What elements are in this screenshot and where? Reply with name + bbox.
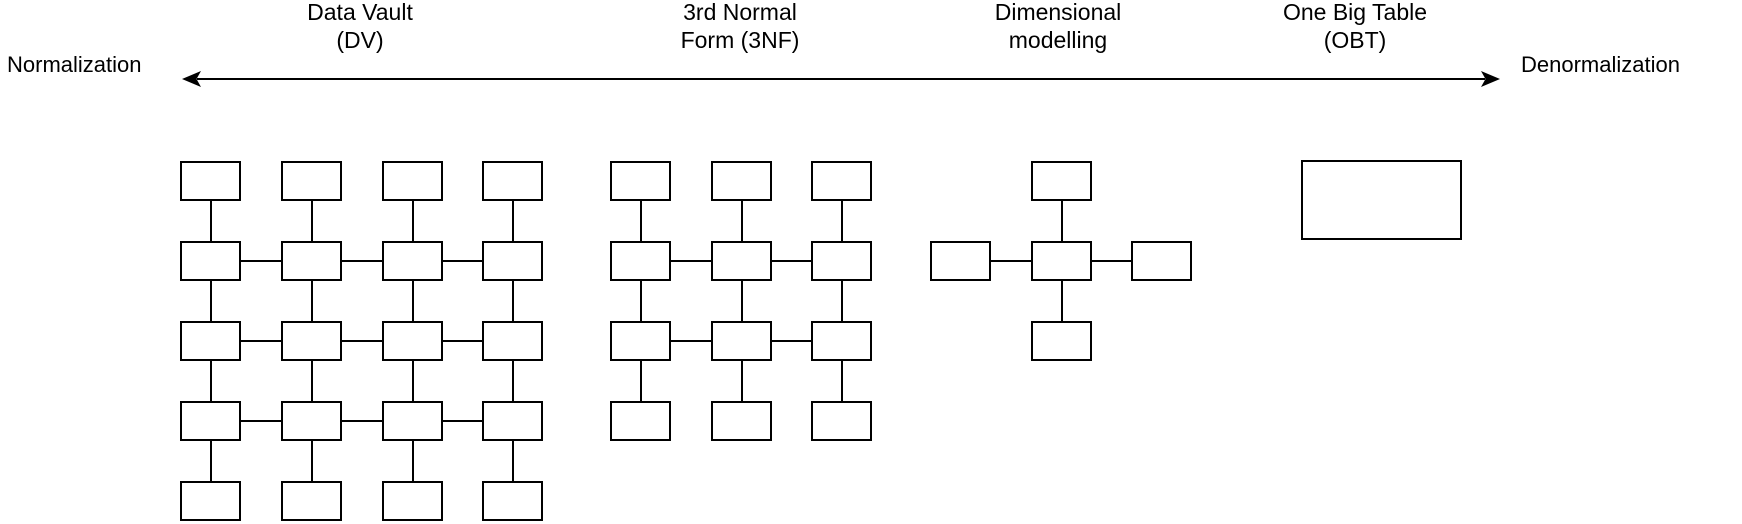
table-box	[610, 161, 671, 201]
connector-vertical	[840, 361, 843, 401]
connector-vertical	[310, 441, 313, 481]
table-box	[711, 401, 772, 441]
table-box	[610, 401, 671, 441]
connector-horizontal	[342, 260, 382, 262]
dimension-table-box	[1131, 241, 1192, 281]
normalization-label: Normalization	[7, 52, 142, 77]
connector-vertical	[740, 361, 743, 401]
connector-horizontal	[443, 420, 482, 422]
connector-vertical	[310, 361, 313, 401]
section-label-line: (DV)	[336, 27, 384, 53]
arrowhead-left-icon	[182, 71, 201, 87]
table-box	[180, 241, 241, 281]
connector-horizontal	[342, 340, 382, 342]
connector-horizontal	[772, 260, 811, 262]
connector-vertical	[209, 361, 212, 401]
connector-vertical	[411, 441, 414, 481]
section-label-line: modelling	[1008, 27, 1108, 53]
table-box	[811, 161, 872, 201]
table-box	[382, 481, 443, 521]
normalization-spectrum-arrow	[182, 71, 1500, 87]
connector-vertical	[209, 201, 212, 241]
connector-horizontal	[241, 340, 281, 342]
table-box	[811, 241, 872, 281]
connector-horizontal	[342, 420, 382, 422]
section-label-line: One Big Table	[1282, 0, 1428, 25]
connector-horizontal	[772, 340, 811, 342]
connector-horizontal	[671, 260, 711, 262]
connector-horizontal	[443, 340, 482, 342]
section-label-dimensional: Dimensional modelling	[995, 0, 1122, 54]
connector-vertical	[310, 201, 313, 241]
table-box	[180, 321, 241, 361]
section-label-line: Dimensional	[994, 0, 1122, 25]
table-box	[711, 161, 772, 201]
dimension-table-box	[1031, 321, 1092, 361]
table-box	[482, 481, 543, 521]
fact-table-box	[1031, 241, 1092, 281]
connector-vertical	[209, 441, 212, 481]
connector-vertical	[1060, 281, 1063, 321]
connector-horizontal	[241, 260, 281, 262]
table-box	[610, 241, 671, 281]
table-box	[180, 481, 241, 521]
connector-vertical	[740, 201, 743, 241]
connector-vertical	[511, 201, 514, 241]
section-label-obt: One Big Table (OBT)	[1283, 0, 1427, 54]
connector-vertical	[511, 361, 514, 401]
table-box	[281, 321, 342, 361]
connector-vertical	[411, 281, 414, 321]
table-box	[281, 401, 342, 441]
section-label-line: 3rd Normal	[683, 0, 797, 25]
table-box	[610, 321, 671, 361]
table-box	[811, 401, 872, 441]
connector-vertical	[310, 281, 313, 321]
connector-vertical	[639, 361, 642, 401]
table-box	[711, 241, 772, 281]
connector-vertical	[639, 201, 642, 241]
table-box	[482, 401, 543, 441]
connector-vertical	[740, 281, 743, 321]
table-box	[382, 401, 443, 441]
connector-vertical	[1060, 201, 1063, 241]
connector-vertical	[840, 281, 843, 321]
table-box	[382, 161, 443, 201]
table-box	[482, 321, 543, 361]
connector-horizontal	[1092, 260, 1131, 262]
one-big-table-box	[1301, 160, 1462, 240]
table-box	[711, 321, 772, 361]
section-label-3nf: 3rd Normal Form (3NF)	[681, 0, 800, 54]
dimension-table-box	[1031, 161, 1092, 201]
table-box	[281, 481, 342, 521]
connector-horizontal	[241, 420, 281, 422]
section-label-line: Form (3NF)	[680, 27, 800, 53]
section-label-data-vault: Data Vault (DV)	[307, 0, 413, 54]
table-box	[281, 241, 342, 281]
arrowhead-right-icon	[1481, 71, 1500, 87]
dimension-table-box	[930, 241, 991, 281]
table-box	[382, 241, 443, 281]
table-box	[482, 161, 543, 201]
connector-horizontal	[991, 260, 1031, 262]
table-box	[180, 401, 241, 441]
connector-vertical	[411, 361, 414, 401]
connector-horizontal	[443, 260, 482, 262]
connector-vertical	[511, 281, 514, 321]
table-box	[811, 321, 872, 361]
section-label-line: (OBT)	[1323, 27, 1387, 53]
connector-vertical	[511, 441, 514, 481]
table-box	[180, 161, 241, 201]
section-label-line: Data Vault	[307, 0, 413, 25]
connector-vertical	[209, 281, 212, 321]
denormalization-label: Denormalization	[1521, 52, 1680, 77]
table-box	[482, 241, 543, 281]
table-box	[281, 161, 342, 201]
connector-horizontal	[671, 340, 711, 342]
connector-vertical	[411, 201, 414, 241]
table-box	[382, 321, 443, 361]
connector-vertical	[840, 201, 843, 241]
connector-vertical	[639, 281, 642, 321]
